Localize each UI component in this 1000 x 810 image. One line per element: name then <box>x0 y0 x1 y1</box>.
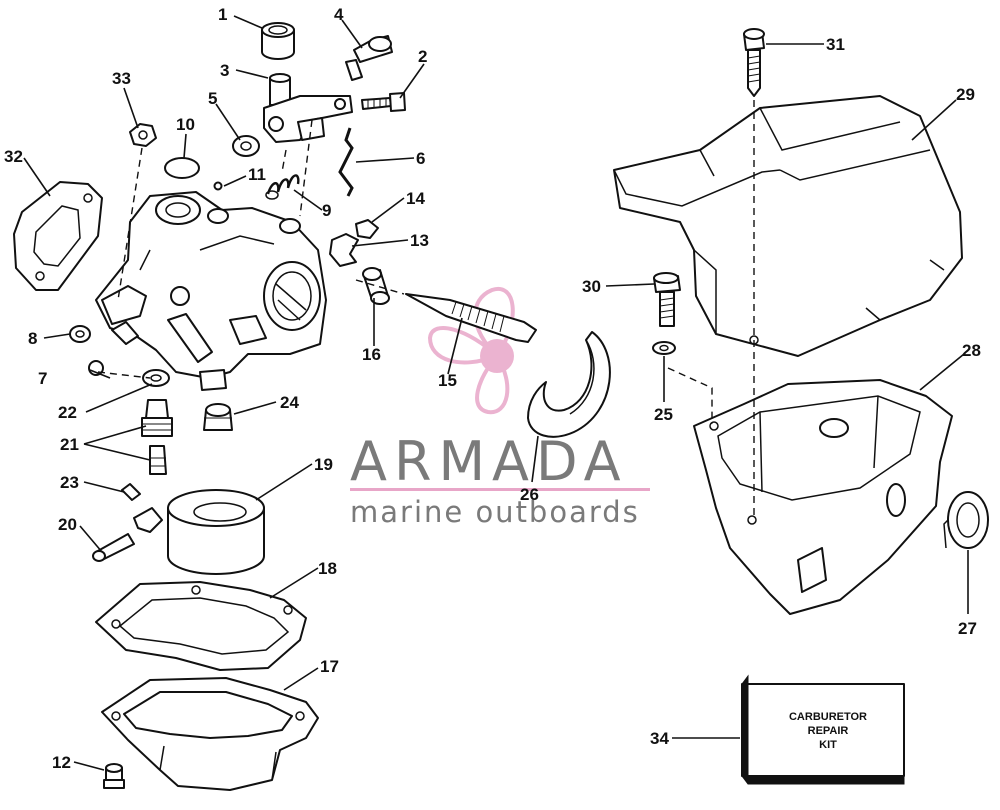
part-24-plug <box>203 403 233 431</box>
callout-22: 22 <box>58 403 77 422</box>
callout-30: 30 <box>582 277 601 296</box>
part-28-silencer-base <box>693 379 953 615</box>
callout-27: 27 <box>958 619 977 638</box>
callout-numbers: 1 2 3 4 5 6 7 8 9 10 11 12 13 14 15 16 1… <box>4 5 981 772</box>
part-1-cap <box>261 22 295 60</box>
callout-16: 16 <box>362 345 381 364</box>
alignment-lines <box>97 100 755 520</box>
part-25-washer <box>652 341 676 355</box>
callout-14: 14 <box>406 189 425 208</box>
part-29-silencer-cover <box>613 95 963 357</box>
callout-4: 4 <box>334 5 344 24</box>
callout-7: 7 <box>38 369 47 388</box>
part-11-ball <box>213 181 223 191</box>
callout-25: 25 <box>654 405 673 424</box>
callout-33: 33 <box>112 69 131 88</box>
callout-18: 18 <box>318 559 337 578</box>
part-3-throttle-lever <box>263 73 353 143</box>
carburetor-body <box>95 191 327 391</box>
part-17-float-bowl <box>101 677 319 791</box>
part-34-repair-kit-box: CARBURETOR REPAIR KIT <box>741 674 905 785</box>
callout-13: 13 <box>410 231 429 250</box>
part-12-screw <box>103 763 125 789</box>
callout-31: 31 <box>826 35 845 54</box>
callout-23: 23 <box>60 473 79 492</box>
part-23-pin <box>121 483 141 501</box>
kit-label-line1: CARBURETOR <box>789 711 867 723</box>
part-5-washer <box>232 135 260 157</box>
callout-1: 1 <box>218 5 227 24</box>
callout-26: 26 <box>520 485 539 504</box>
part-21-jets <box>141 399 173 475</box>
callout-5: 5 <box>208 89 217 108</box>
part-22-gasket <box>142 369 170 387</box>
part-6-clip <box>338 127 354 197</box>
part-19-float <box>133 489 265 575</box>
part-2-screw <box>361 92 406 112</box>
part-18-gasket <box>95 581 307 671</box>
callout-29: 29 <box>956 85 975 104</box>
part-33-nut <box>129 123 157 147</box>
part-10-plug <box>164 157 200 179</box>
part-16-bushing <box>362 267 390 305</box>
kit-label-line2: REPAIR <box>808 725 849 737</box>
leader-lines <box>23 15 969 771</box>
part-32-gasket <box>13 181 103 291</box>
part-14-screw <box>355 219 379 239</box>
callout-28: 28 <box>962 341 981 360</box>
part-31-screw <box>743 28 765 97</box>
part-4-screw <box>345 35 393 81</box>
callout-20: 20 <box>58 515 77 534</box>
callout-2: 2 <box>418 47 427 66</box>
part-8-washer <box>69 325 91 343</box>
callout-9: 9 <box>322 201 331 220</box>
watermark: ARMADA marine outboards <box>350 286 650 529</box>
watermark-rule <box>350 488 650 491</box>
callout-10: 10 <box>176 115 195 134</box>
callout-19: 19 <box>314 455 333 474</box>
callout-24: 24 <box>280 393 299 412</box>
callout-17: 17 <box>320 657 339 676</box>
callout-21: 21 <box>60 435 79 454</box>
part-26-o-ring <box>527 331 611 438</box>
part-15-needle <box>405 293 537 343</box>
watermark-brand: ARMADA <box>350 430 628 493</box>
callout-34: 34 <box>650 729 669 748</box>
callout-11: 11 <box>248 165 266 184</box>
part-30-screw <box>653 272 681 327</box>
callout-8: 8 <box>28 329 37 348</box>
callout-12: 12 <box>52 753 71 772</box>
part-13-bracket <box>329 233 359 267</box>
callout-6: 6 <box>416 149 425 168</box>
watermark-tagline: marine outboards <box>350 495 640 529</box>
callout-3: 3 <box>220 61 229 80</box>
kit-label-line3: KIT <box>819 739 837 751</box>
callout-32: 32 <box>4 147 23 166</box>
part-9-spring <box>265 174 300 200</box>
part-27-grommet <box>943 491 989 549</box>
part-20-shaft <box>92 533 135 562</box>
callout-15: 15 <box>438 371 457 390</box>
